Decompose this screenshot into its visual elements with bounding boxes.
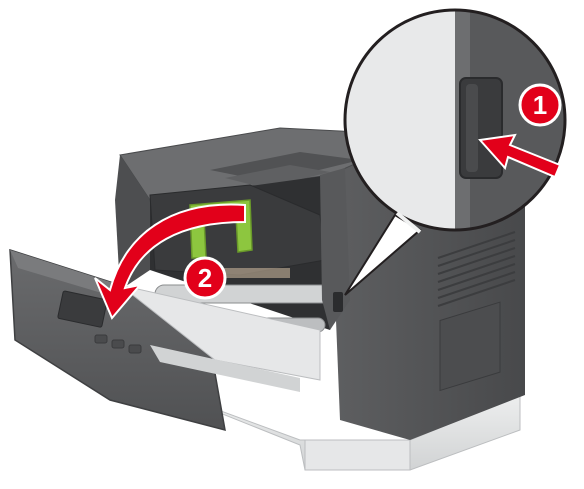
release-button <box>333 292 343 312</box>
step-2-number: 2 <box>198 263 212 293</box>
step-1-badge: 1 <box>520 85 560 125</box>
step-2-badge: 2 <box>185 258 225 298</box>
step-1-number: 1 <box>533 90 547 120</box>
